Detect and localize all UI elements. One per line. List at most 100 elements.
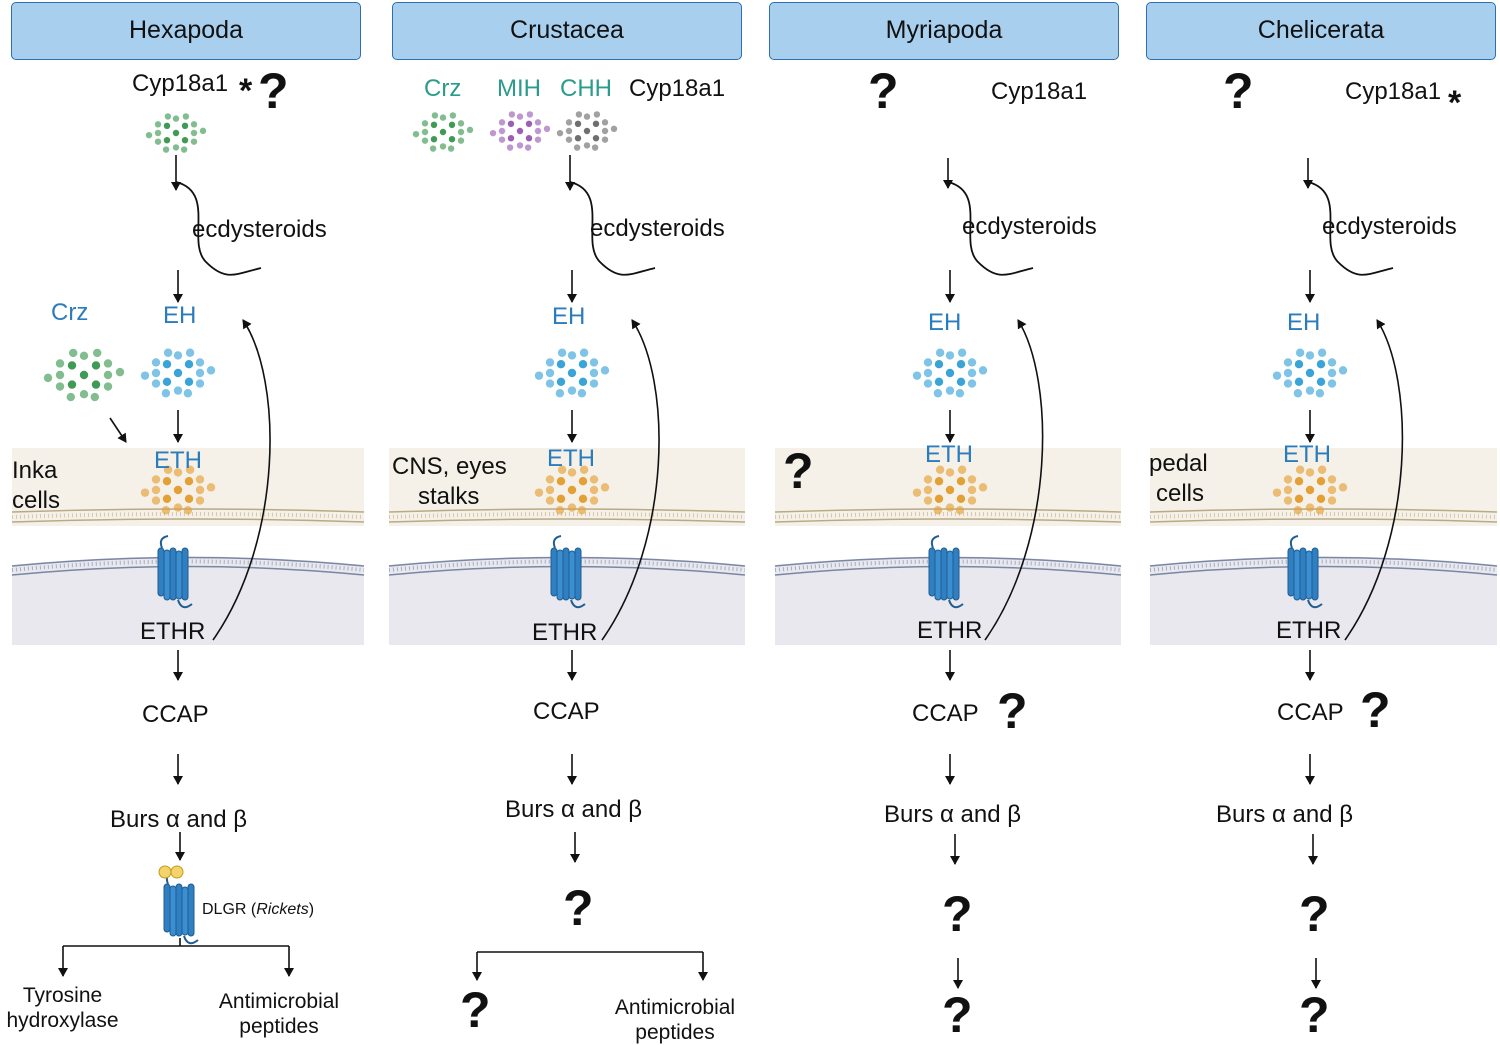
mih-secretion-dot [506, 144, 514, 151]
eh-secretion-dot [195, 368, 205, 378]
unknown-mark: ? [783, 443, 814, 499]
feedback-arrow [212, 319, 271, 641]
crz-secretion-dot [103, 359, 113, 368]
eth-secretion-dot [945, 468, 955, 477]
crz-secretion-dot [90, 392, 100, 402]
crz-secretion-dot [457, 137, 465, 144]
cell-membrane-bottom [388, 518, 746, 523]
cyp18a1-secretion-dot [182, 113, 190, 120]
output-tyrosine-hydroxylase: Tyrosine hydroxylase [6, 984, 119, 1033]
eh-secretion-dot [163, 348, 173, 357]
eh-secretion-dot [195, 358, 205, 367]
label-ccap: CCAP [142, 701, 209, 728]
eth-secretion-dot [195, 485, 205, 495]
cyp18a1-secretion-dot [163, 122, 171, 129]
chh-secretion-dot [601, 127, 609, 135]
header-title: Myriapoda [885, 16, 1003, 44]
crz-secretion-dot [91, 380, 101, 389]
eh-secretion-dot [173, 351, 183, 360]
feedback-arrow [984, 319, 1044, 641]
crz-secretion-dot [448, 121, 456, 128]
unknown-mark: ? [997, 683, 1028, 739]
target-membrane-beads [774, 559, 1122, 572]
crz-secretion-dot [439, 114, 447, 121]
crz-secretion-dot [429, 145, 437, 152]
mih-secretion-dot [543, 125, 551, 133]
mih-secretion-dot [508, 111, 516, 118]
cyp18a1-secretion-dot [163, 137, 171, 144]
mih-secretion-dot [507, 120, 515, 128]
crz-secretion-dot [466, 126, 474, 134]
eh-secretion-dot [1316, 377, 1326, 386]
eth-secretion-dot [184, 494, 194, 503]
chh-secretion-dot [583, 142, 591, 149]
crz-secretion-dot [55, 359, 65, 368]
target-cell [1150, 565, 1497, 645]
mih-secretion-dot [534, 127, 542, 135]
chh-secretion-dot [592, 120, 600, 128]
eh-secretion-dot [173, 368, 183, 378]
unknown-mark: ? [942, 987, 973, 1043]
eh-secretion [140, 348, 216, 398]
eth-secretion-dot [545, 475, 555, 484]
crz-secretion-dot [91, 361, 101, 370]
eh-secretion-dot [1338, 366, 1348, 375]
eth-secretion-dot [589, 485, 599, 495]
label-chh: CHH [560, 75, 612, 102]
eth-secretion-dot [185, 465, 195, 474]
eth-secretion-dot [1272, 488, 1282, 497]
cell-membrane-bottom [11, 518, 365, 523]
eh-secretion-dot [557, 348, 567, 357]
label-eth: ETH [1283, 441, 1331, 468]
label-burs: Burs α and β [1216, 801, 1354, 828]
eh-secretion-dot [1283, 368, 1293, 378]
cyp18a1-secretion-dot [154, 138, 162, 145]
eth-secretion-dot [589, 475, 599, 484]
eth-secretion-dot [1283, 485, 1293, 495]
eh-secretion-dot [556, 377, 566, 386]
mih-secretion-dot [489, 129, 497, 137]
eh-secretion-dot [151, 368, 161, 378]
cyp18a1-secretion-dot [172, 144, 180, 151]
eh-secretion-dot [589, 368, 599, 378]
unknown-mark: ? [1223, 63, 1254, 119]
cyp18a1-secretion-dot [181, 137, 189, 144]
ecdysteroid-curve [175, 181, 262, 276]
unknown-mark: ? [1299, 987, 1330, 1043]
eth-secretion-dot [1327, 485, 1337, 495]
crz-secretion-dot [79, 370, 89, 380]
eh-secretion-dot [151, 379, 161, 388]
eth-secretion-dot [934, 494, 944, 503]
eth-secretion-dot [1315, 506, 1325, 515]
eth-secretion-dot [555, 506, 565, 515]
mih-secretion-dot [534, 119, 542, 126]
eh-secretion-dot [1294, 377, 1304, 386]
crz-secretion-dot [447, 145, 455, 152]
eth-secretion-dot [567, 485, 577, 495]
eh-secretion-dot [1315, 389, 1325, 398]
eh-secretion-dot [183, 389, 193, 398]
cell-membrane-beads [774, 512, 1122, 519]
eh-secretion-dot [545, 379, 555, 388]
eth-secretion-dot [151, 485, 161, 495]
eh-secretion-dot [978, 366, 988, 375]
eth-secretion-dot [557, 465, 567, 474]
label-burs: Burs α and β [110, 806, 248, 833]
eth-secretion-dot [578, 477, 588, 486]
eth-secretion-dot [978, 483, 988, 492]
crz-secretion-dot [66, 392, 76, 402]
cyp18a1-secretion-dot [172, 129, 180, 137]
eth-secretion-dot [1295, 465, 1305, 474]
eth-secretion-dot [577, 506, 587, 515]
eth-secretion-dot [1305, 468, 1315, 477]
eh-secretion-dot [945, 351, 955, 360]
chh-secretion-dot [592, 135, 600, 142]
eh-secretion-dot [151, 358, 161, 367]
eth-secretion-dot [173, 503, 183, 512]
unknown-mark: ? [258, 63, 289, 119]
crz-secretion-dot [67, 361, 77, 370]
eh-secretion-dot [1305, 368, 1315, 378]
chh-secretion-dot [565, 119, 573, 126]
eh-secretion-dot [567, 351, 577, 360]
eh-secretion-dot [545, 358, 555, 367]
